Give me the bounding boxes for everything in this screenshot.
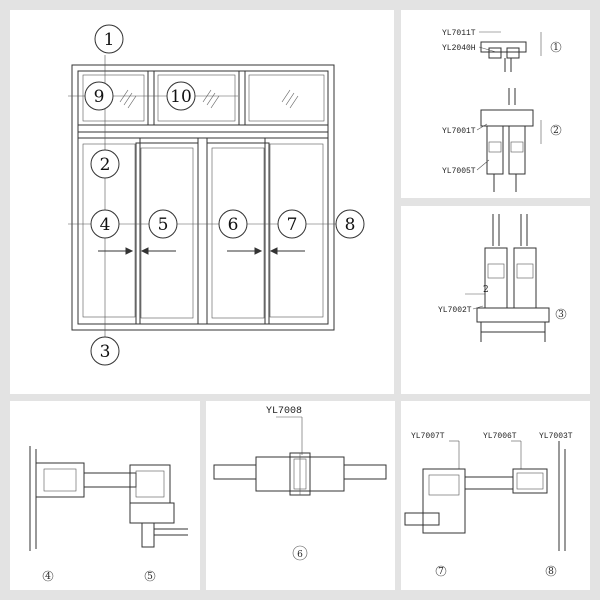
marker-6 [292, 545, 308, 561]
svg-text:2: 2 [100, 155, 111, 175]
window-elevation-drawing: 1 9 10 2 4 5 6 7 8 3 [68, 24, 365, 366]
slide-arrows [98, 247, 305, 255]
detail-6-panel: YL7008 6 [206, 401, 395, 590]
elevation-panel: 1 9 10 2 4 5 6 7 8 3 [10, 10, 394, 394]
glass-hatch [119, 89, 299, 109]
svg-text:YL7001T: YL7001T [442, 127, 476, 136]
svg-text:1: 1 [553, 43, 559, 53]
detail-6-drawing: YL7008 6 [213, 406, 387, 561]
sash-4 [264, 137, 329, 325]
detail-1-2-drawing: YL7011T YL2040H 1 YL7001T YL7005T 2 [442, 29, 562, 192]
detail-4-5-drawing: 4 5 [29, 446, 188, 582]
svg-text:4: 4 [45, 572, 51, 582]
svg-text:2: 2 [483, 285, 489, 295]
callout-10: 10 [166, 81, 196, 111]
inner-frame [77, 70, 329, 325]
svg-text:3: 3 [558, 310, 564, 320]
svg-text:8: 8 [548, 567, 554, 577]
svg-text:4: 4 [100, 215, 111, 235]
marker-7 [435, 565, 447, 577]
callout-8: 8 [335, 209, 365, 239]
detail-3-drawing: 2 YL7002T 3 [438, 214, 567, 342]
callout-6: 6 [218, 209, 248, 239]
callout-5: 5 [148, 209, 178, 239]
svg-text:3: 3 [100, 342, 111, 362]
svg-text:1: 1 [104, 30, 115, 50]
marker-1 [550, 41, 562, 53]
svg-text:YL7007T: YL7007T [411, 432, 445, 441]
svg-text:YL7006T: YL7006T [483, 432, 517, 441]
svg-text:6: 6 [228, 215, 239, 235]
callout-3: 3 [90, 336, 120, 366]
callout-1: 1 [94, 24, 124, 54]
svg-text:10: 10 [170, 87, 192, 107]
svg-text:6: 6 [297, 550, 303, 560]
svg-text:YL7008: YL7008 [266, 406, 302, 417]
sash-1 [77, 137, 141, 325]
svg-text:5: 5 [147, 572, 153, 582]
detail-4-5-panel: 4 5 [10, 401, 200, 590]
outer-frame [71, 64, 335, 331]
marker-8 [545, 565, 557, 577]
callout-7: 7 [277, 209, 307, 239]
svg-text:YL7003T: YL7003T [539, 432, 573, 441]
callout-2: 2 [90, 149, 120, 179]
svg-text:5: 5 [158, 215, 169, 235]
detail-7-8-drawing: YL7007T YL7006T YL7003T 7 8 [404, 432, 573, 577]
svg-text:YL7005T: YL7005T [442, 167, 476, 176]
svg-text:8: 8 [345, 215, 356, 235]
svg-text:9: 9 [94, 87, 105, 107]
marker-2 [550, 124, 562, 136]
svg-text:YL7011T: YL7011T [442, 29, 476, 38]
detail-7-8-panel: YL7007T YL7006T YL7003T 7 8 [401, 401, 590, 590]
marker-5 [144, 570, 156, 582]
callout-4: 4 [90, 209, 120, 239]
svg-text:YL7002T: YL7002T [438, 306, 472, 315]
svg-text:7: 7 [287, 215, 298, 235]
detail-1-2-panel: YL7011T YL2040H 1 YL7001T YL7005T 2 [401, 10, 590, 198]
svg-text:2: 2 [553, 126, 559, 136]
detail-3-panel: 2 YL7002T 3 [401, 206, 590, 394]
marker-4 [42, 570, 54, 582]
svg-text:7: 7 [438, 567, 444, 577]
svg-text:YL2040H: YL2040H [442, 44, 476, 53]
callout-9: 9 [84, 81, 114, 111]
marker-3 [555, 308, 567, 320]
